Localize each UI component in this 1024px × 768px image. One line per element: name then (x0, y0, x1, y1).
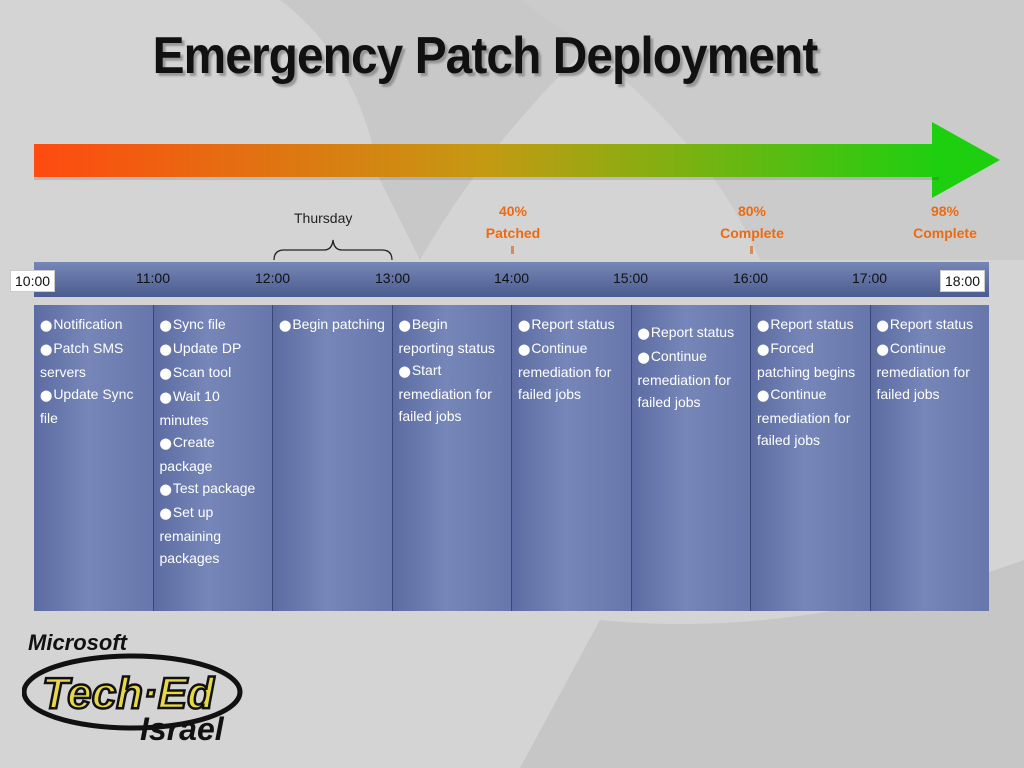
bullet-icon: ⬤ (637, 352, 650, 364)
time-label-12: 12:00 (255, 270, 291, 286)
milestone-tick-80 (750, 246, 753, 254)
list-item: ⬤Continue remediation for failed jobs (637, 348, 731, 410)
time-label-16: 16:00 (733, 270, 769, 286)
logo-region: Israel (140, 711, 225, 747)
slot-14-15: ⬤Report status ⬤Continue remediation for… (512, 305, 632, 611)
list-item: ⬤Report status (518, 316, 615, 332)
slot-10-11: ⬤Notification ⬤Patch SMS servers ⬤Update… (34, 305, 154, 611)
bullet-icon: ⬤ (398, 366, 411, 378)
slot-15-16: ⬤Report status ⬤Continue remediation for… (631, 305, 751, 611)
bullet-icon: ⬤ (757, 344, 770, 356)
bullet-icon: ⬤ (159, 344, 172, 356)
list-item: ⬤Continue remediation for failed jobs (757, 386, 851, 448)
bullet-icon: ⬤ (40, 390, 53, 402)
bullet-icon: ⬤ (518, 320, 531, 332)
slot-13-14: ⬤Begin reporting status ⬤Start remediati… (392, 305, 512, 611)
list-item: ⬤Begin reporting status (398, 316, 496, 356)
list-item: ⬤Start remediation for failed jobs (398, 362, 492, 424)
bullet-icon: ⬤ (637, 328, 650, 340)
day-brace (273, 239, 393, 261)
list-item: ⬤Notification (40, 316, 123, 332)
list-item: ⬤Sync file (159, 316, 226, 332)
time-label-18: 18:00 (940, 270, 986, 292)
bullet-icon: ⬤ (159, 368, 172, 380)
list-item: ⬤Set up remaining packages (159, 504, 221, 566)
teched-israel-logo: Microsoft Tech·Ed Israel (22, 630, 243, 747)
activity-grid: ⬤Notification ⬤Patch SMS servers ⬤Update… (34, 305, 989, 611)
slot-12-13: ⬤Begin patching (273, 305, 393, 611)
list-item: ⬤Create package (159, 434, 215, 474)
bullet-icon: ⬤ (159, 438, 172, 450)
bullet-icon: ⬤ (757, 390, 770, 402)
bullet-icon: ⬤ (757, 320, 770, 332)
time-label-15: 15:00 (613, 270, 649, 286)
list-item: ⬤Test package (159, 480, 256, 496)
bullet-icon: ⬤ (159, 484, 172, 496)
logo-product: Tech·Ed (42, 669, 215, 718)
bullet-icon: ⬤ (279, 320, 292, 332)
day-label: Thursday (294, 210, 353, 226)
list-item: ⬤Update Sync file (40, 386, 134, 426)
time-bar (34, 262, 989, 297)
bullet-icon: ⬤ (40, 344, 53, 356)
time-label-11: 11:00 (136, 270, 170, 286)
list-item: ⬤Report status (637, 324, 735, 340)
logo-brand: Microsoft (28, 630, 129, 655)
list-item: ⬤Scan tool (159, 364, 232, 380)
time-label-14: 14:00 (494, 270, 530, 286)
progress-arrow (34, 122, 1000, 198)
list-item: ⬤Patch SMS servers (40, 340, 124, 380)
time-label-13: 13:00 (375, 270, 411, 286)
bullet-icon: ⬤ (159, 320, 172, 332)
milestone-tick-40 (511, 246, 514, 254)
slot-17-18: ⬤Report status ⬤Continue remediation for… (870, 305, 989, 611)
milestone-98-complete: 98% Complete (913, 203, 977, 241)
page-title: Emergency Patch Deployment (152, 27, 819, 85)
list-item: ⬤Update DP (159, 340, 242, 356)
time-label-17: 17:00 (852, 270, 888, 286)
time-label-10: 10:00 (10, 270, 56, 292)
bullet-icon: ⬤ (159, 508, 172, 520)
list-item: ⬤Report status (876, 316, 974, 332)
bullet-icon: ⬤ (876, 320, 889, 332)
list-item: ⬤Report status (757, 316, 854, 332)
list-item: ⬤Forced patching begins (757, 340, 856, 380)
bullet-icon: ⬤ (398, 320, 411, 332)
bullet-icon: ⬤ (518, 344, 531, 356)
bullet-icon: ⬤ (159, 392, 172, 404)
list-item: ⬤Begin patching (279, 316, 385, 332)
list-item: ⬤Wait 10 minutes (159, 388, 220, 428)
list-item: ⬤Continue remediation for failed jobs (518, 340, 612, 402)
bullet-icon: ⬤ (876, 344, 889, 356)
list-item: ⬤Continue remediation for failed jobs (876, 340, 970, 402)
milestone-40-patched: 40% Patched (485, 203, 541, 241)
bullet-icon: ⬤ (40, 320, 53, 332)
slot-16-17: ⬤Report status ⬤Forced patching begins ⬤… (751, 305, 871, 611)
milestone-80-complete: 80% Complete (720, 203, 784, 241)
slot-11-12: ⬤Sync file ⬤Update DP ⬤Scan tool ⬤Wait 1… (153, 305, 273, 611)
